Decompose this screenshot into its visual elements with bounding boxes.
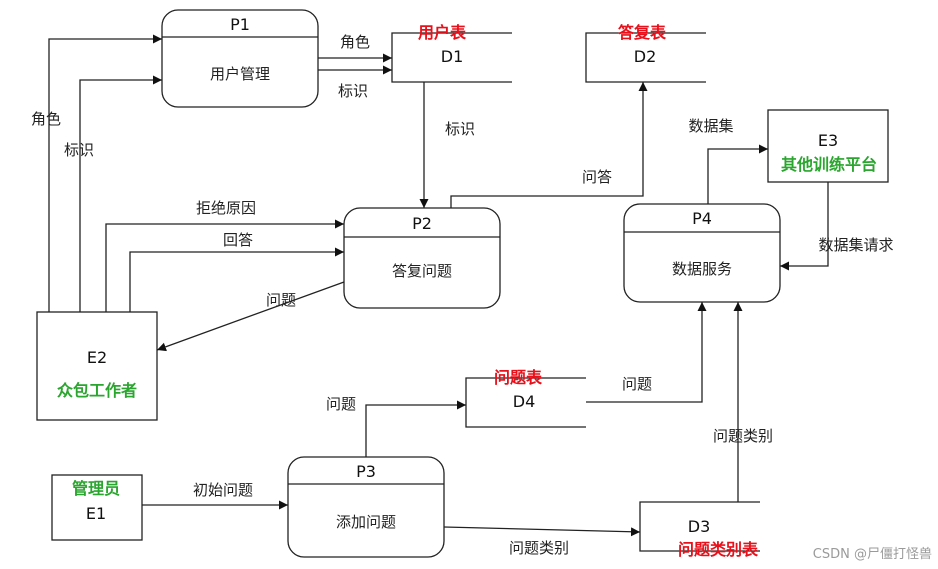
flow-d1-p2-label: 标识 [445,120,475,138]
entity-e2: E2 众包工作者 [36,311,158,421]
flow-e2-p1-role-arrow [48,34,162,312]
flow-e3-p4-arrow [780,182,829,271]
flow-p3-d4-label: 问题 [326,395,356,413]
process-p4-id: P4 [692,209,712,228]
entity-e3-id: E3 [818,131,838,150]
flow-d4-p4-arrow [586,302,707,403]
flow-p3-d3-arrow [443,526,641,537]
store-d2-id: D2 [634,47,657,66]
store-d1-name: 用户表 [418,23,467,42]
flow-p2-d2-arrow [450,82,648,208]
process-p2: P2 答复问题 [343,207,501,309]
store-d3-id: D3 [688,517,711,536]
flow-e2-p2-answer-arrow [129,247,344,312]
store-d2-name: 答复表 [618,23,667,42]
store-d1: 用户表 D1 [391,23,512,83]
flow-p2-e2-label: 问题 [266,291,296,309]
process-p3: P3 添加问题 [287,456,445,558]
entity-e1-name: 管理员 [72,479,120,498]
store-d4: 问题表 D4 [465,368,586,428]
flow-p4-e3-label: 数据集 [688,117,733,135]
process-p3-name: 添加问题 [336,513,396,531]
process-p1: P1 用户管理 [161,9,319,108]
process-p1-name: 用户管理 [210,65,270,83]
process-p4-name: 数据服务 [672,260,732,278]
entity-e1-id: E1 [86,504,106,523]
flow-p1-d1-id-label: 标识 [338,82,368,100]
flow-p3-d4-arrow [365,400,466,457]
store-d4-id: D4 [513,392,536,411]
flow-p3-d3-label: 问题类别 [509,539,569,557]
process-p3-id: P3 [356,462,376,481]
store-d1-id: D1 [441,47,464,66]
process-p2-name: 答复问题 [392,262,452,280]
flow-p2-e2-arrow [156,281,345,352]
entity-e3: E3 其他训练平台 [767,109,889,183]
flow-e3-p4-label: 数据集请求 [818,236,893,254]
entity-e2-id: E2 [87,348,107,367]
process-p4: P4 数据服务 [623,203,781,303]
flow-e2-p1-id-label: 标识 [64,141,94,159]
flow-e2-p2-reject-label: 拒绝原因 [196,199,256,217]
flow-e2-p1-role-label: 角色 [31,110,61,128]
flow-d4-p4-label: 问题 [622,375,652,393]
flow-e2-p2-reject-arrow [105,219,344,312]
flow-p1-d1-role-label: 角色 [340,33,370,51]
store-d4-name: 问题表 [494,368,543,387]
store-d3-name: 问题类别表 [678,540,759,559]
entity-e1: 管理员 E1 [51,474,143,541]
flow-p4-e3-arrow [707,144,768,204]
flow-e1-p3-label: 初始问题 [193,481,253,499]
csdn-watermark: CSDN @尸僵打怪兽 [813,547,932,562]
flow-e2-p1-id-arrow [79,75,162,312]
store-d2: 答复表 D2 [585,23,706,83]
entity-e3-name: 其他训练平台 [781,155,877,174]
store-d3: D3 问题类别表 [639,501,760,559]
entity-e2-name: 众包工作者 [57,381,137,400]
flow-e2-p2-answer-label: 回答 [223,231,253,249]
flow-d3-p4-label: 问题类别 [713,427,773,445]
flow-p2-d2-label: 问答 [582,168,612,186]
process-p2-id: P2 [412,214,432,233]
process-p1-id: P1 [230,15,250,34]
